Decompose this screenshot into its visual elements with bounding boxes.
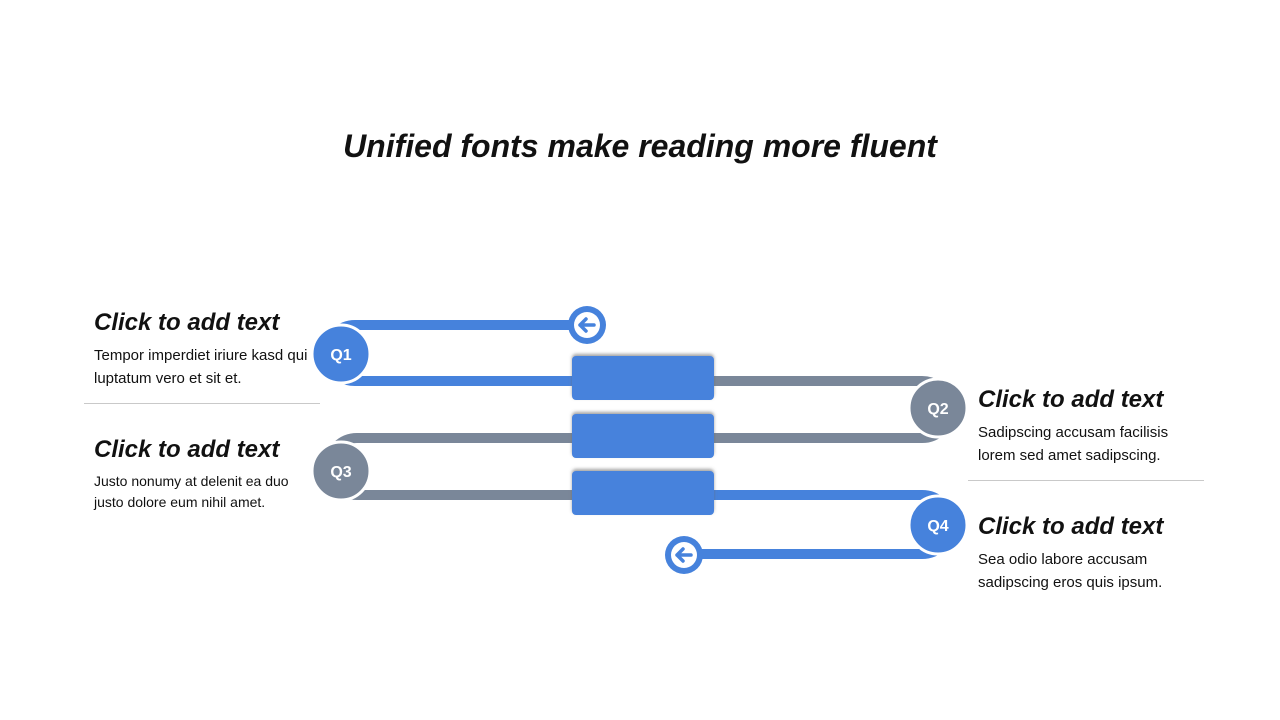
center-box-2 [572,414,714,458]
q4-heading[interactable]: Click to add text [978,513,1164,540]
arrow-left-circle-icon [665,536,703,574]
arrow-left-circle-icon [568,306,606,344]
q3-body[interactable]: Justo nonumy at delenit ea duo justo dol… [94,473,289,510]
q3-heading[interactable]: Click to add text [94,436,280,463]
center-box-3 [572,471,714,515]
slide-title: Unified fonts make reading more fluent [343,128,937,164]
q2-heading[interactable]: Click to add text [978,386,1164,413]
q2-text-block[interactable]: Click to add text Sadipscing accusam fac… [978,385,1208,467]
q2-divider [968,480,1204,481]
q4-label: Q4 [927,518,948,535]
q1-body[interactable]: Tempor imperdiet iriure kasd qui luptatu… [94,347,308,387]
q1-divider [84,403,320,404]
q1-label: Q1 [330,347,351,364]
q4-body[interactable]: Sea odio labore accusam sadipscing eros … [978,551,1163,591]
q3-text-block[interactable]: Click to add text Justo nonumy at deleni… [94,435,309,513]
q3-marker: Q3 [310,440,372,502]
q1-text-block[interactable]: Click to add text Tempor imperdiet iriur… [94,308,324,390]
center-box-1 [572,356,714,400]
q1-marker: Q1 [310,323,372,385]
q4-text-block[interactable]: Click to add text Sea odio labore accusa… [978,512,1208,594]
q2-marker: Q2 [907,377,969,439]
q2-body[interactable]: Sadipscing accusam facilisis lorem sed a… [978,424,1169,464]
q3-label: Q3 [330,464,351,481]
q2-label: Q2 [927,401,948,418]
q4-marker: Q4 [907,494,969,556]
q1-heading[interactable]: Click to add text [94,309,280,336]
